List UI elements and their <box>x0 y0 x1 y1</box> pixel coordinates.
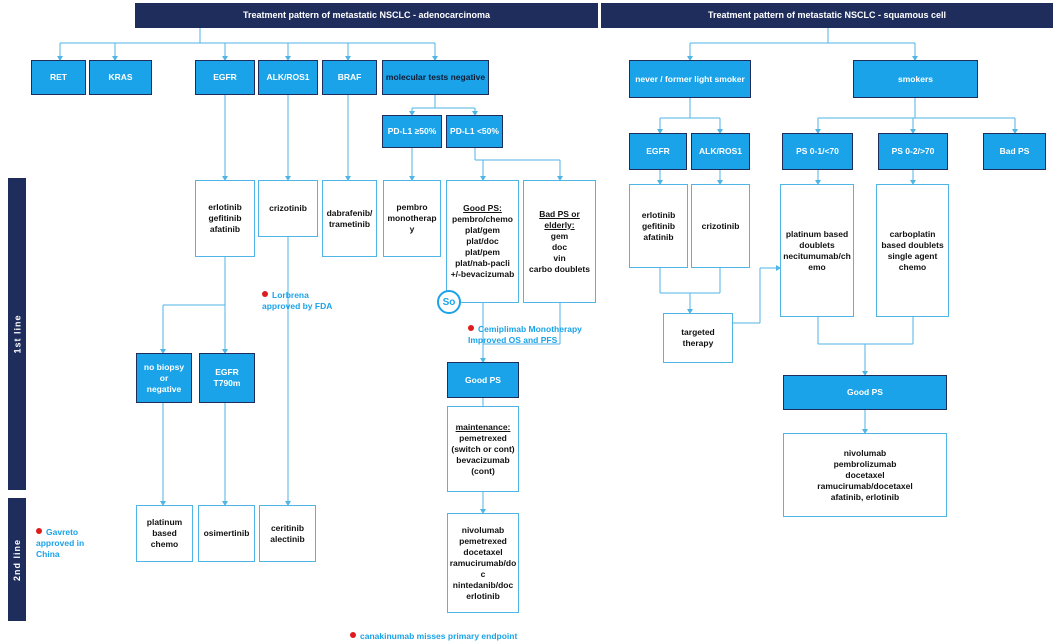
box-second-line-squamous: nivolumab pembrolizumab docetaxel ramuci… <box>783 433 947 517</box>
node-egfr-squamous: EGFR <box>629 133 687 170</box>
box-carboplatin-doublets: carboplatin based doublets single agent … <box>876 184 949 317</box>
red-dot-icon <box>36 528 42 534</box>
node-ret: RET <box>31 60 86 95</box>
node-braf: BRAF <box>322 60 377 95</box>
red-dot-icon <box>468 325 474 331</box>
note-cemiplimab: Cemiplimab Monotherapy Improved OS and P… <box>468 313 582 346</box>
box-osimertinib: osimertinib <box>198 505 255 562</box>
node-ps-0-1: PS 0-1/<70 <box>782 133 853 170</box>
node-good-ps-adeno: Good PS <box>447 362 519 398</box>
note-lorbrena: Lorbrena approved by FDA <box>262 279 332 312</box>
box-good-ps-chemo: Good PS: pembro/chemo plat/gem plat/doc … <box>446 180 519 303</box>
so-badge: So <box>437 290 461 314</box>
box-braf-first-line: dabrafenib/ trametinib <box>322 180 377 257</box>
node-molecular-tests-negative: molecular tests negative <box>382 60 489 95</box>
box-alk-first-line: crizotinib <box>258 180 318 237</box>
red-dot-icon <box>350 632 356 638</box>
node-never-former-smoker: never / former light smoker <box>629 60 751 98</box>
node-egfr: EGFR <box>195 60 255 95</box>
note-lorbrena-text: Lorbrena approved by FDA <box>262 290 333 311</box>
good-ps-regimens: pembro/chemo plat/gem plat/doc plat/pem … <box>450 214 515 279</box>
node-pdl1-high: PD-L1 ≥50% <box>382 115 442 148</box>
note-gavreto: Gavreto approved in China <box>36 516 84 560</box>
maintenance-regimens: pemetrexed (switch or cont) bevacizumab … <box>451 432 515 476</box>
node-smokers: smokers <box>853 60 978 98</box>
side-label-first-line: 1st line <box>8 178 26 490</box>
box-bad-ps-elderly: Bad PS or elderly: gem doc vin carbo dou… <box>523 180 596 303</box>
red-dot-icon <box>262 291 268 297</box>
header-squamous: Treatment pattern of metastatic NSCLC - … <box>601 3 1053 28</box>
box-egfr-first-line: erlotinib gefitinib afatinib <box>195 180 255 257</box>
box-platinum-doublets: platinum based doublets necitumumab/ch e… <box>780 184 854 317</box>
note-cemiplimab-text: Cemiplimab Monotherapy Improved OS and P… <box>468 324 582 345</box>
node-good-ps-squamous: Good PS <box>783 375 947 410</box>
box-maintenance: maintenance: pemetrexed (switch or cont)… <box>447 406 519 492</box>
node-no-biopsy-negative: no biopsy or negative <box>136 353 192 403</box>
box-pembro-monotherapy: pembro monotherap y <box>383 180 441 257</box>
header-adenocarcinoma: Treatment pattern of metastatic NSCLC - … <box>135 3 598 28</box>
bad-ps-regimens: gem doc vin carbo doublets <box>529 230 590 274</box>
node-kras: KRAS <box>89 60 152 95</box>
side-label-second-line: 2nd line <box>8 498 26 621</box>
bad-ps-title: Bad PS or elderly: <box>539 208 580 230</box>
node-egfr-t790m: EGFR T790m <box>199 353 255 403</box>
node-ps-0-2: PS 0-2/>70 <box>878 133 948 170</box>
note-canakinumab-text: canakinumab misses primary endpoint <box>360 631 518 641</box>
note-canakinumab: canakinumab misses primary endpoint <box>350 620 517 642</box>
box-platinum-chemo: platinum based chemo <box>136 505 193 562</box>
box-ceritinib-alectinib: ceritinib alectinib <box>259 505 316 562</box>
box-egfr-squamous-tx: erlotinib gefitinib afatinib <box>629 184 688 268</box>
node-bad-ps-squamous: Bad PS <box>983 133 1046 170</box>
box-alk-squamous-tx: crizotinib <box>691 184 750 268</box>
maintenance-title: maintenance: <box>455 421 511 432</box>
node-pdl1-low: PD-L1 <50% <box>446 115 503 148</box>
node-alk-ros1-squamous: ALK/ROS1 <box>691 133 750 170</box>
box-second-line-adeno: nivolumab pemetrexed docetaxel ramucirum… <box>447 513 519 613</box>
good-ps-title: Good PS: <box>463 203 502 213</box>
box-targeted-therapy: targeted therapy <box>663 313 733 363</box>
note-gavreto-text: Gavreto approved in China <box>36 527 85 559</box>
node-alk-ros1: ALK/ROS1 <box>258 60 318 95</box>
